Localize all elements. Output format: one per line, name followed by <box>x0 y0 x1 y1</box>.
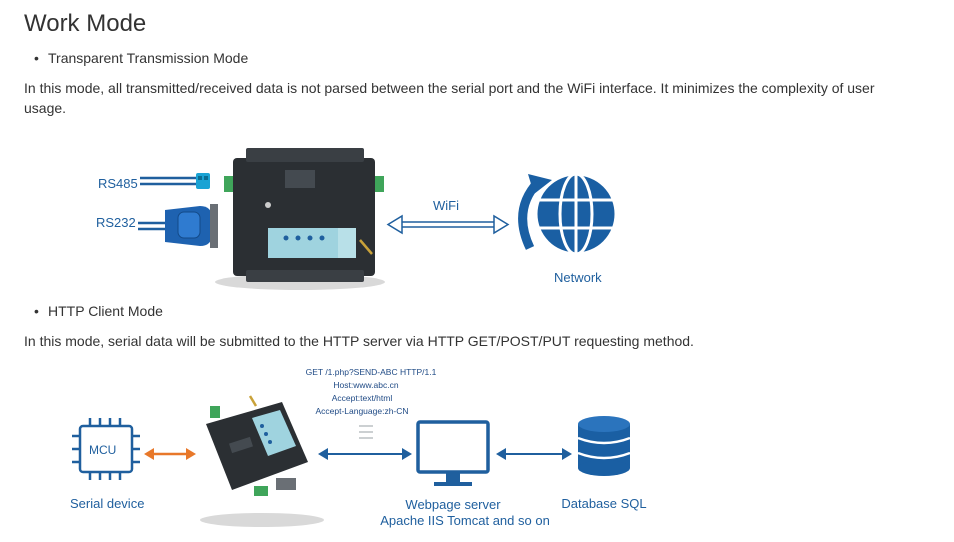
rs232-label: RS232 <box>96 215 136 230</box>
serial-link-arrow-icon <box>144 448 196 460</box>
http-link-arrow-icon <box>318 448 412 460</box>
request-line-2: Host:www.abc.cn <box>333 380 398 390</box>
database-label: Database SQL <box>561 496 646 511</box>
network-globe-icon <box>518 172 618 256</box>
bullet-transparent-mode: Transparent Transmission Mode <box>34 50 248 66</box>
page-title: Work Mode <box>24 10 147 37</box>
mcu-chip-icon <box>72 418 140 480</box>
request-line-3: Accept:text/html <box>332 393 393 403</box>
database-icon <box>577 416 631 476</box>
transparent-mode-diagram: RS485 RS232 WiFi <box>96 148 618 290</box>
rs485-label: RS485 <box>98 176 138 191</box>
webpage-server-monitor-icon <box>416 420 490 486</box>
request-continuation-icon <box>359 425 373 439</box>
request-line-4: Accept-Language:zh-CN <box>315 406 408 416</box>
webpage-server-label: Webpage server <box>405 497 501 512</box>
serial-http-device-icon <box>200 395 324 527</box>
database-link-arrow-icon <box>496 448 572 460</box>
server-examples-label: Apache IIS Tomcat and so on <box>380 513 550 528</box>
serial-wifi-device-icon <box>215 148 385 290</box>
bullet-http-client-mode: HTTP Client Mode <box>34 303 163 319</box>
wifi-arrow-icon <box>386 214 510 235</box>
network-label: Network <box>554 270 602 285</box>
rs232-connector-icon <box>138 204 218 248</box>
rs485-cable-icon <box>140 173 210 189</box>
serial-device-label: Serial device <box>70 496 144 511</box>
http-client-diagram: MCU Serial device GET /1.php?SEND-ABC HT… <box>70 367 647 528</box>
wifi-label: WiFi <box>433 198 459 213</box>
http-client-mode-description: In this mode, serial data will be submit… <box>24 333 694 349</box>
mcu-label: MCU <box>89 443 116 457</box>
request-line-1: GET /1.php?SEND-ABC HTTP/1.1 <box>306 367 437 377</box>
transparent-mode-description: In this mode, all transmitted/received d… <box>24 80 875 116</box>
